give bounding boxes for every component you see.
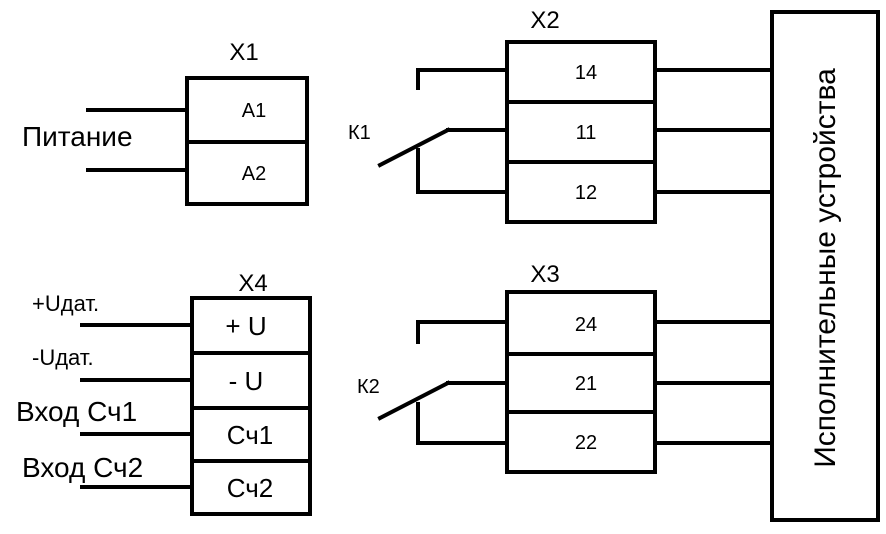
x3-terminal-22-label: 22 — [575, 432, 597, 454]
x3-terminal-21-label: 21 — [575, 373, 597, 395]
x2-terminal-11-label: 11 — [576, 122, 597, 144]
k2-switch-blade — [377, 380, 451, 421]
x1-title: X1 — [229, 39, 258, 66]
x4-terminal-plus-u-box — [190, 296, 312, 355]
x3-title: X3 — [530, 261, 559, 288]
x4-terminal-sch2-label: Сч2 — [227, 473, 274, 503]
actuators-block: Исполнительные устройства — [770, 10, 880, 522]
x3-terminal-22-box — [505, 410, 657, 474]
x2-terminal-12-label: 12 — [575, 182, 597, 204]
k2-wire-24 — [416, 320, 509, 344]
x1-terminal-a2-label: A2 — [242, 163, 266, 185]
x4-title: X4 — [238, 270, 267, 297]
x3-terminal-24-box — [505, 290, 657, 356]
k2-wire-22 — [416, 402, 509, 445]
x4-terminal-sch1-label: Сч1 — [227, 420, 274, 450]
x1-block: X1 A1 A2 Питание — [22, 39, 309, 206]
actuators-label: Исполнительные устройства — [809, 68, 842, 468]
x2-title: X2 — [530, 7, 559, 34]
k1-wire-12 — [416, 148, 509, 194]
x2-block: X2 14 11 12 К1 — [348, 7, 774, 224]
x2-terminal-14-label: 14 — [575, 62, 597, 84]
x4-block: X4 + U - U Сч1 Сч2 +Uдат. -Uдат. Вход Сч… — [16, 270, 312, 516]
input-sch1-label: Вход Сч1 — [16, 396, 137, 427]
x4-terminal-minus-u-label: - U — [229, 366, 264, 396]
x3-block: X3 24 21 22 К2 — [357, 261, 774, 474]
x4-terminal-sch2-box — [190, 459, 312, 516]
input-minus-u-label: -Uдат. — [32, 345, 94, 370]
k1-switch-blade — [377, 127, 451, 168]
k2-label: К2 — [357, 376, 380, 398]
input-plus-u-label: +Uдат. — [32, 291, 99, 316]
x1-terminal-a1-label: A1 — [242, 100, 266, 122]
k1-wire-14 — [416, 68, 509, 90]
input-sch2-label: Вход Сч2 — [22, 452, 143, 483]
actuators-box — [770, 10, 880, 522]
k1-label: К1 — [348, 122, 371, 144]
x3-terminal-24-label: 24 — [575, 314, 597, 336]
x4-terminal-plus-u-label: + U — [225, 311, 266, 341]
x1-terminal-a2-box — [185, 140, 309, 206]
power-label: Питание — [22, 121, 133, 152]
